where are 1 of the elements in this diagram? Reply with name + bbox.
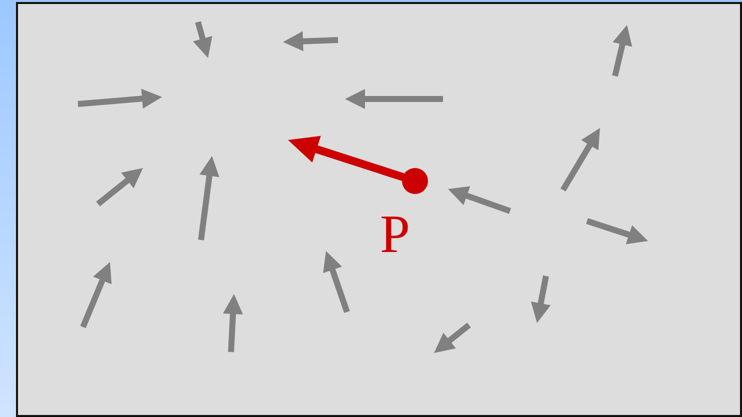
point-label: P <box>380 204 410 264</box>
